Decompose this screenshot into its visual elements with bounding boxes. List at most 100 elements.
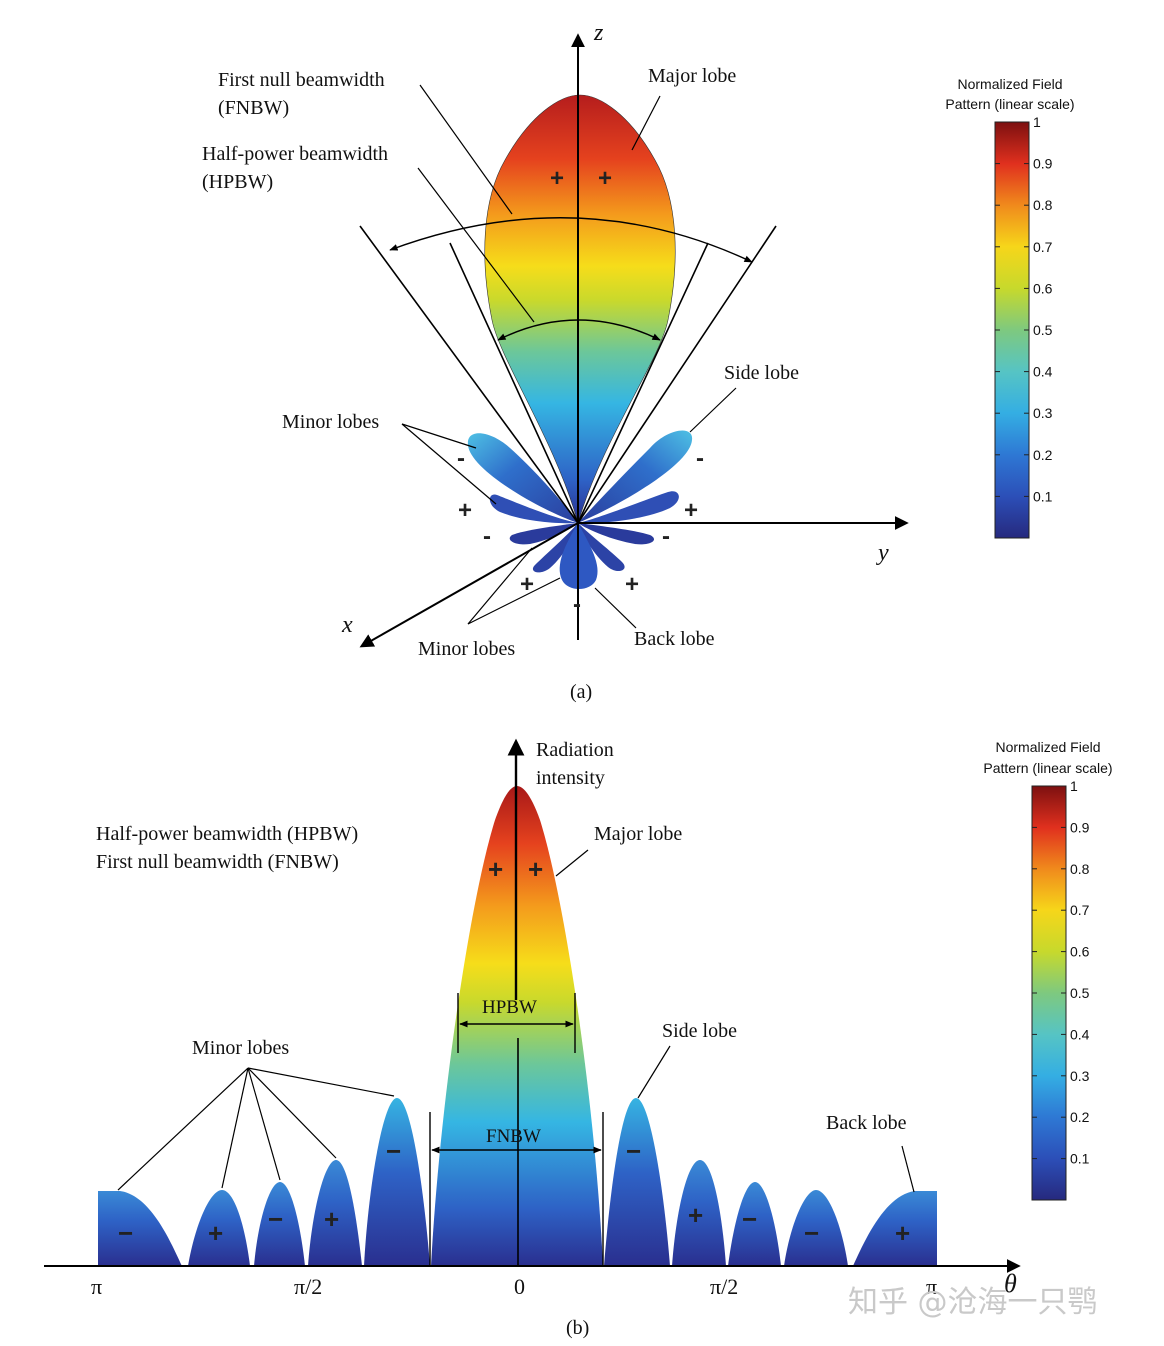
side-lobe-left-a <box>467 433 578 523</box>
sign-a-7: - <box>662 523 670 550</box>
minor-lobe-a-4 <box>578 523 655 545</box>
sign-a-9: + <box>625 571 639 598</box>
legend-text-b-2: First null beamwidth (FNBW) <box>96 851 339 873</box>
colorbar-b-tick-label-7: 0.3 <box>1070 1068 1090 1084</box>
fnbw-label-b: FNBW <box>486 1126 541 1147</box>
minor-lobe-b-7 <box>784 1190 848 1266</box>
y-axis-label-b-2: intensity <box>536 767 605 789</box>
panel-a-3d-pattern: z y x First null beamwidth (FNBW) Half-p… <box>202 20 909 703</box>
sign-a-2: - <box>457 445 465 472</box>
sign-a-0: + <box>550 165 564 192</box>
sign-a-6: - <box>483 523 491 550</box>
back-lobe-right-b <box>853 1191 937 1266</box>
legend-text-b-1: Half-power beamwidth (HPBW) <box>96 823 358 845</box>
major-lobe-a <box>484 94 676 525</box>
colorbar-b-tick-label-5: 0.5 <box>1070 985 1090 1001</box>
sign-b-2: − <box>386 1136 401 1166</box>
colorbar-a-tick-label-3: 0.7 <box>1033 239 1053 255</box>
minor-lobe-a-2 <box>578 491 679 524</box>
fnbw-label-a-1: First null beamwidth <box>218 69 385 91</box>
colorbar-a-tick-label-4: 0.6 <box>1033 280 1053 296</box>
sign-a-5: + <box>684 497 698 524</box>
x-axis-label: x <box>341 612 353 638</box>
caption-b: (b) <box>566 1317 589 1339</box>
minor-lobe-b-1 <box>188 1190 250 1266</box>
fnbw-arc-a <box>389 217 753 263</box>
colorbar-b-tick-label-8: 0.2 <box>1070 1109 1090 1125</box>
sign-a-10: - <box>573 591 581 618</box>
tick-b-1: π/2 <box>294 1274 322 1299</box>
side-lobe-label-a: Side lobe <box>724 362 799 384</box>
side-lobe-b <box>604 1098 670 1266</box>
sign-b-5: − <box>268 1204 283 1234</box>
colorbar-a-tick-label-2: 0.8 <box>1033 197 1053 213</box>
colorbar-b-title-1: Normalized Field <box>995 739 1100 755</box>
sign-b-3: − <box>626 1136 641 1166</box>
minor-lobes-label-a-upper: Minor lobes <box>282 411 379 433</box>
minor-lobes-label-b: Minor lobes <box>192 1037 289 1059</box>
minor-lobe-a-3 <box>509 523 578 545</box>
minor-lobe-b-5 <box>672 1160 726 1266</box>
colorbar-a-tick-label-1: 0.9 <box>1033 156 1053 172</box>
sign-a-1: + <box>598 165 612 192</box>
colorbar-a-tick-label-5: 0.5 <box>1033 322 1053 338</box>
fnbw-label-a-2: (FNBW) <box>218 97 289 119</box>
sign-a-3: - <box>696 445 704 472</box>
tick-b-0: π <box>91 1274 102 1299</box>
hpbw-label-a-1: Half-power beamwidth <box>202 143 388 165</box>
z-axis-label: z <box>593 20 604 46</box>
panel-b-rectangular-pattern: Radiation intensity Half-power beamwidth… <box>44 738 1021 1339</box>
back-lobe-left-b <box>98 1191 182 1266</box>
tick-b-2: 0 <box>514 1274 525 1299</box>
colorbar-b-tick-label-1: 0.9 <box>1070 819 1090 835</box>
theta-axis-label: θ <box>1004 1269 1017 1298</box>
sign-a-4: + <box>458 497 472 524</box>
colorbar-a-tick-label-7: 0.3 <box>1033 405 1053 421</box>
sign-b-0: + <box>488 854 503 884</box>
sign-b-11: + <box>895 1218 910 1248</box>
sign-b-1: + <box>528 854 543 884</box>
colorbar-b-title-2: Pattern (linear scale) <box>983 760 1112 776</box>
sign-b-7: − <box>118 1218 133 1248</box>
colorbar-a-title-2: Pattern (linear scale) <box>945 96 1074 112</box>
colorbar-a-tick-label-6: 0.4 <box>1033 364 1053 380</box>
minor-lobe-b-6 <box>728 1182 781 1266</box>
minor-lobes-label-a-lower: Minor lobes <box>418 638 515 660</box>
minor-lobe-a-6 <box>578 523 625 572</box>
hpbw-label-b: HPBW <box>482 997 537 1018</box>
back-lobe-label-b: Back lobe <box>826 1112 907 1134</box>
hpbw-label-a-2: (HPBW) <box>202 171 273 193</box>
x-axis <box>359 522 579 648</box>
minor-lobe-b-3 <box>308 1160 362 1266</box>
colorbar-b-tick-label-0: 1 <box>1070 778 1078 794</box>
colorbar-b-tick-label-2: 0.8 <box>1070 861 1090 877</box>
tick-b-3: π/2 <box>710 1274 738 1299</box>
colorbar-a-title-1: Normalized Field <box>957 76 1062 92</box>
sign-b-9: + <box>688 1200 703 1230</box>
colorbar-b-tick-label-9: 0.1 <box>1070 1151 1090 1167</box>
back-lobe-label-a: Back lobe <box>634 628 715 650</box>
tick-b-4: π <box>926 1274 937 1299</box>
colorbar-a-tick-label-9: 0.1 <box>1033 488 1053 504</box>
major-lobe-label-b: Major lobe <box>594 823 682 845</box>
minor-lobe-b-2 <box>254 1182 305 1266</box>
sign-a-8: + <box>520 571 534 598</box>
minor-lobe-a-1 <box>489 494 578 524</box>
y-axis-label: y <box>876 540 889 566</box>
side-lobe-right-a <box>578 430 693 523</box>
colorbar-b: Normalized Field Pattern (linear scale) … <box>983 739 1113 1201</box>
sign-b-8: − <box>742 1204 757 1234</box>
caption-a: (a) <box>570 681 592 703</box>
colorbar-a-scale <box>994 121 1030 539</box>
y-axis-label-b-1: Radiation <box>536 739 614 761</box>
colorbar-b-scale <box>1031 785 1067 1201</box>
sign-b-10: − <box>804 1218 819 1248</box>
sign-b-4: + <box>324 1204 339 1234</box>
sign-b-6: + <box>208 1218 223 1248</box>
colorbar-a-tick-label-8: 0.2 <box>1033 447 1053 463</box>
colorbar-b-tick-label-3: 0.7 <box>1070 902 1090 918</box>
colorbar-a-tick-label-0: 1 <box>1033 114 1041 130</box>
side-lobe-label-b: Side lobe <box>662 1020 737 1042</box>
minor-lobe-b-4 <box>364 1098 430 1266</box>
